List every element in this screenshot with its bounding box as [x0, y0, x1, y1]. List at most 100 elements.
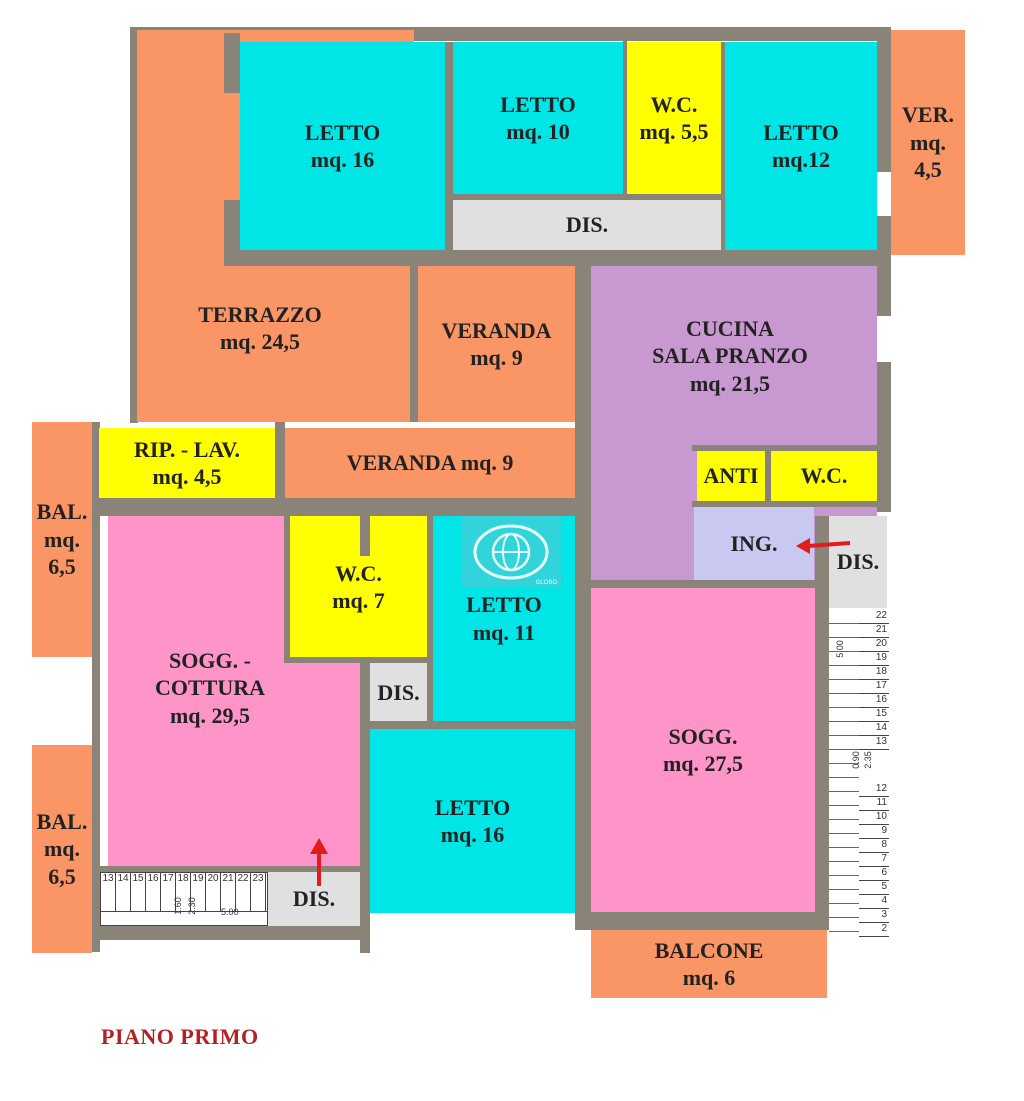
room-label: SOGG. [668, 723, 738, 749]
wall-segment [445, 42, 453, 250]
wall-segment [877, 362, 891, 512]
room-size: mq. [43, 526, 81, 552]
logo-text: GLOBO [535, 580, 557, 586]
room-ing: ING. [694, 507, 814, 580]
wall-segment [284, 516, 290, 661]
stair-step: 18 [176, 873, 191, 887]
room-size-2: 6,5 [48, 554, 76, 580]
stair-step: 23 [251, 873, 266, 887]
wall-left-outer [130, 27, 138, 423]
wall-segment [92, 926, 370, 940]
room-label: LETTO [763, 119, 839, 145]
room-letto-16-top: LETTO mq. 16 [240, 42, 445, 250]
stairs-left-treads [101, 887, 267, 912]
room-label: DIS. [292, 886, 336, 912]
room-cucina-label: CUCINA SALA PRANZO mq. 21,5 [600, 308, 860, 404]
globe-icon [473, 524, 549, 580]
room-size: mq. 24,5 [219, 329, 301, 354]
stair-step: 16 [146, 873, 161, 887]
room-label: DIS. [836, 549, 880, 575]
wall-segment [284, 657, 430, 663]
wall-segment [591, 250, 881, 266]
stair-step: 9 [859, 825, 889, 839]
wall-segment [224, 250, 579, 266]
stair-step: 20 [206, 873, 221, 887]
wall-segment [224, 200, 240, 265]
room-label: ING. [730, 530, 778, 556]
wall-segment [575, 912, 830, 930]
room-size: mq. 21,5 [689, 370, 771, 396]
room-size-2: 6,5 [48, 863, 76, 889]
stairs-right-treads [829, 610, 859, 942]
room-size: mq. 4,5 [152, 464, 222, 489]
room-label: LETTO [304, 119, 381, 145]
stair-step: 14 [116, 873, 131, 887]
room-bal-top: BAL. mq. 6,5 [32, 422, 92, 657]
room-size: mq. 10 [506, 119, 570, 144]
room-size: mq. [909, 129, 947, 155]
stair-step: 12 [859, 783, 889, 797]
wall-segment [623, 27, 627, 202]
wall-segment [877, 27, 891, 172]
room-label: LETTO [500, 91, 576, 117]
room-veranda-9-b: VERANDA mq. 9 [285, 428, 575, 498]
stair-step: 17 [161, 873, 176, 887]
room-size: mq. 16 [310, 147, 375, 172]
room-label: TERRAZZO [198, 301, 322, 327]
room-label: DIS. [565, 212, 609, 238]
wall-segment [92, 422, 100, 952]
wall-segment [92, 866, 370, 872]
room-anti: ANTI [697, 451, 765, 501]
room-size: mq.12 [771, 147, 831, 172]
room-label: VERANDA [441, 317, 552, 343]
dim-right-235: 2.35 [862, 751, 873, 769]
stair-step: 18 [859, 666, 889, 680]
entrance-arrow-right [796, 538, 851, 554]
room-rip-lav: RIP. - LAV. mq. 4,5 [99, 428, 275, 498]
room-label: BAL. [36, 808, 88, 834]
room-terrazzo-label: TERRAZZO mq. 24,5 [140, 290, 380, 366]
room-label: SOGG. - [169, 647, 251, 673]
stair-step: 15 [131, 873, 146, 887]
stair-step: 22 [859, 610, 889, 624]
stair-step: 7 [859, 853, 889, 867]
dim-right-5: 5.00 [834, 640, 845, 658]
stair-step: 20 [859, 638, 889, 652]
room-dis-top: DIS. [453, 200, 721, 250]
stair-step: 3 [859, 909, 889, 923]
stair-step: 10 [859, 811, 889, 825]
stair-step: 22 [236, 873, 251, 887]
stair-step: 6 [859, 867, 889, 881]
room-label: BAL. [36, 499, 88, 525]
wall-segment [370, 721, 580, 729]
room-size: mq. 16 [440, 822, 505, 847]
room-letto-16-bottom: LETTO mq. 16 [370, 729, 575, 913]
dim-left-5: 5.00 [221, 907, 239, 917]
room-dis-bottom: DIS. [268, 872, 360, 926]
stair-step: 5 [859, 881, 889, 895]
room-dis-mid: DIS. [370, 663, 427, 723]
stair-step: 14 [859, 722, 889, 736]
wall-segment [92, 498, 591, 516]
watermark-logo: GLOBO [461, 516, 561, 588]
stair-step: 11 [859, 797, 889, 811]
dim-left-160: 1.60 [172, 897, 183, 915]
floor-label: PIANO PRIMO [101, 1024, 259, 1049]
room-label: DIS. [377, 680, 420, 706]
room-label: W.C. [650, 91, 698, 117]
stair-step: 19 [859, 652, 889, 666]
room-dis-right: DIS. [829, 516, 887, 608]
wall-segment [877, 216, 891, 316]
room-balcone: BALCONE mq. 6 [591, 930, 827, 998]
stair-step: 4 [859, 895, 889, 909]
room-label-2: SALA PRANZO [652, 343, 808, 369]
wall-segment [692, 501, 880, 507]
stair-step: 17 [859, 680, 889, 694]
wall-segment [692, 445, 880, 451]
wall-segment [360, 663, 370, 953]
